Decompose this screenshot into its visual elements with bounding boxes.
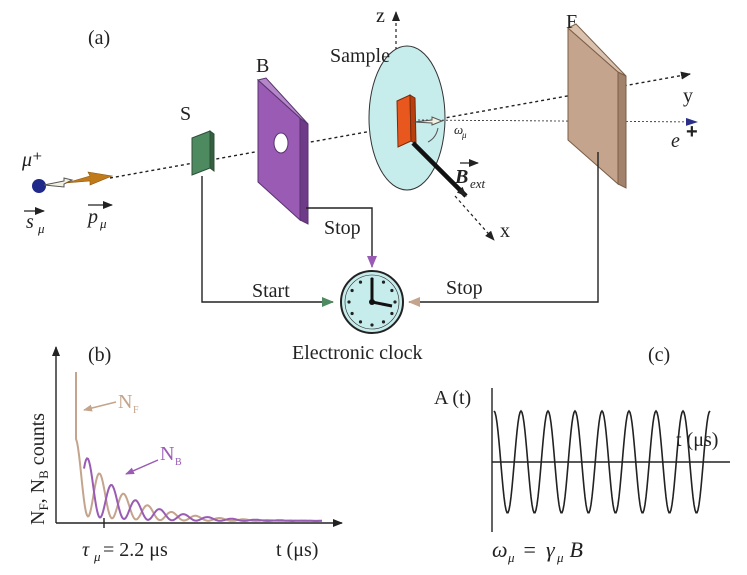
svg-text:e: e xyxy=(671,130,680,152)
svg-text:=: = xyxy=(518,537,541,562)
spin-arrow xyxy=(43,177,74,188)
svg-text:γ: γ xyxy=(546,537,556,562)
y-axis-label: y xyxy=(683,85,693,107)
nf-label: N F xyxy=(118,391,139,416)
spin-label: s μ xyxy=(24,207,45,236)
svg-text:s: s xyxy=(26,211,34,233)
wire-stop-f xyxy=(408,152,599,307)
muon-label: μ⁺ xyxy=(21,149,43,171)
clock-label: Electronic clock xyxy=(292,342,423,364)
svg-text:ω: ω xyxy=(492,537,508,562)
clock-ticks xyxy=(347,277,397,327)
svg-text:F: F xyxy=(133,405,139,416)
stop-label-b: Stop xyxy=(324,217,361,239)
detector-s xyxy=(191,130,215,176)
electronic-clock xyxy=(340,270,404,334)
sample-label: Sample xyxy=(330,45,390,67)
asymmetry-curve xyxy=(493,409,711,514)
svg-text:B: B xyxy=(175,457,182,468)
panel-c-ylabel: A (t) xyxy=(434,387,471,409)
bext-label: B ext xyxy=(454,159,486,191)
sample-spin-arrow xyxy=(413,116,444,126)
start-label: Start xyxy=(252,280,290,302)
svg-text:τ: τ xyxy=(82,539,90,561)
panel-c-label: (c) xyxy=(648,344,670,366)
bext-arrow xyxy=(411,141,468,198)
svg-text:μ: μ xyxy=(37,221,45,236)
svg-text:B: B xyxy=(454,166,468,188)
nb-pointer xyxy=(125,459,159,475)
panel-b-xlabel: t (μs) xyxy=(276,539,318,561)
nf-pointer xyxy=(83,401,117,412)
panel-b-label: (b) xyxy=(88,344,111,366)
svg-text:ext: ext xyxy=(470,176,486,191)
x-axis-label: x xyxy=(500,220,510,242)
z-axis-label: z xyxy=(376,5,385,27)
nb-curve xyxy=(83,457,323,522)
svg-text:μ: μ xyxy=(556,550,564,565)
svg-text:μ: μ xyxy=(93,549,101,564)
detector-s-label: S xyxy=(180,103,191,125)
svg-text:ω: ω xyxy=(454,122,463,137)
muon-particle xyxy=(32,179,46,193)
tau-label: τ μ = 2.2 μs xyxy=(82,539,168,564)
positron-label: e + xyxy=(671,121,698,152)
wire-start xyxy=(201,176,334,307)
x-axis xyxy=(454,195,495,241)
detector-f xyxy=(567,23,627,189)
svg-text:+: + xyxy=(686,121,698,143)
nf-curve xyxy=(75,372,322,522)
wire-stop-b xyxy=(306,207,377,268)
omega-label: ω μ xyxy=(454,122,467,140)
svg-text:= 2.2 μs: = 2.2 μs xyxy=(103,539,168,561)
svg-text:N: N xyxy=(160,443,174,465)
momentum-label: p μ xyxy=(86,201,113,231)
panel-a-label: (a) xyxy=(88,27,110,49)
svg-text:μ: μ xyxy=(99,216,107,231)
svg-text:NF, NB counts: NF, NB counts xyxy=(27,413,51,525)
svg-text:N: N xyxy=(118,391,132,413)
detector-f-label: F xyxy=(566,11,577,33)
detector-b xyxy=(256,77,309,225)
detector-b-label: B xyxy=(256,55,269,77)
stop-label-f: Stop xyxy=(446,277,483,299)
omega-equation: ω μ = γ μ B xyxy=(492,537,583,565)
svg-text:μ: μ xyxy=(461,130,467,140)
svg-text:p: p xyxy=(86,206,98,228)
panel-b-ylabel: NF, NB counts xyxy=(27,413,51,525)
svg-text:B: B xyxy=(564,537,583,562)
panel-c-xlabel: t (μs) xyxy=(676,429,718,451)
positron-path xyxy=(417,117,698,126)
precession-arrow xyxy=(427,127,439,143)
svg-text:μ: μ xyxy=(507,550,515,565)
nb-label: N B xyxy=(160,443,182,468)
momentum-arrow xyxy=(65,171,114,186)
